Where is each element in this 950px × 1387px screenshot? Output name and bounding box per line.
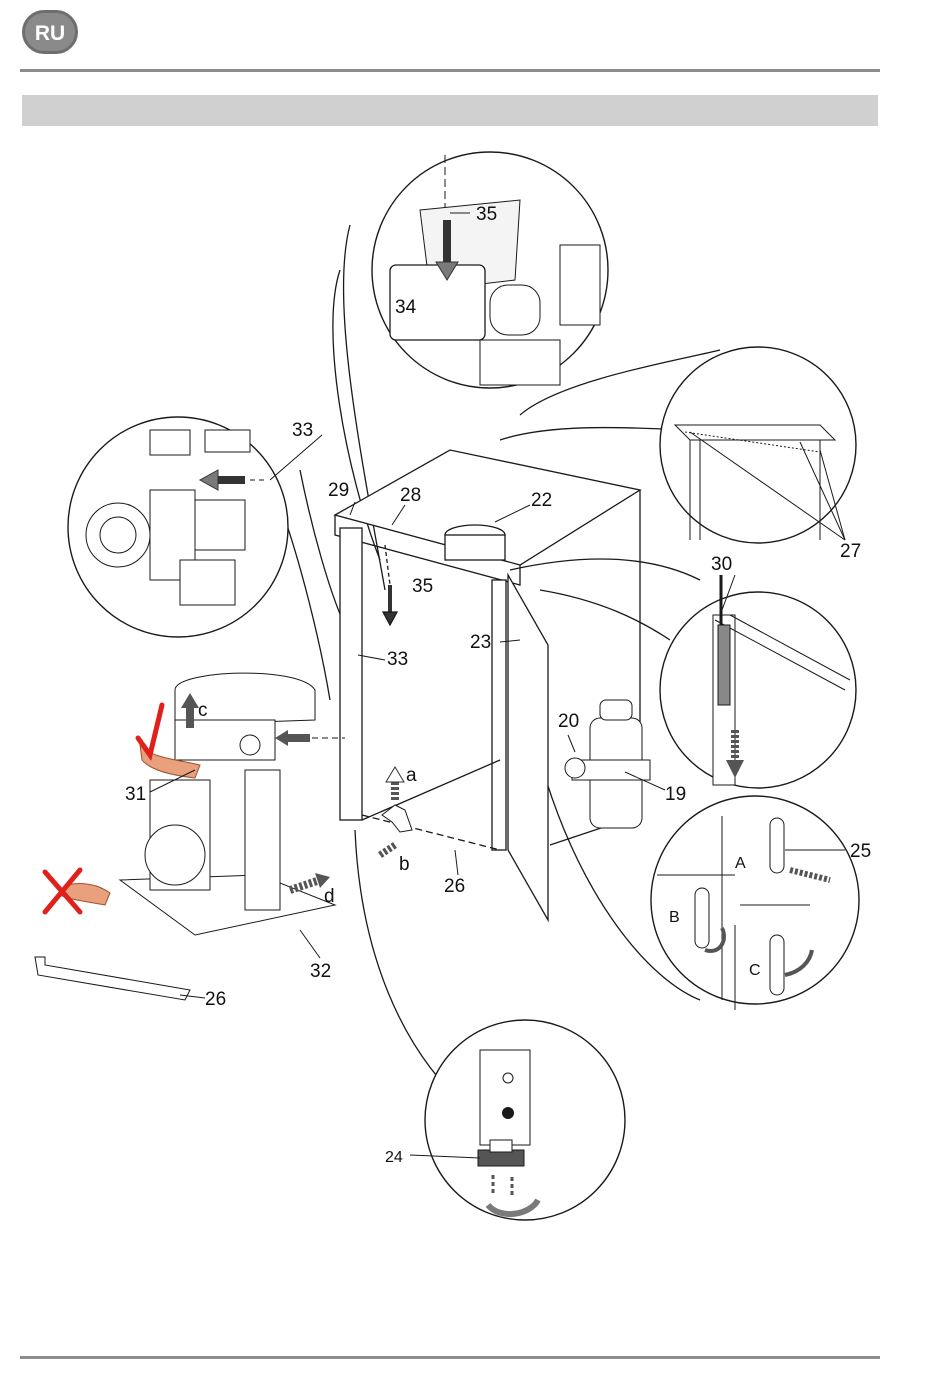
panel-label-B: B [669, 909, 680, 926]
callout-33-detail: 33 [292, 420, 313, 441]
leader-30-curve [510, 559, 700, 580]
callout-35-detail: 35 [476, 204, 497, 225]
step-label-a: a [406, 765, 417, 786]
callout-33-frame: 33 [387, 649, 408, 670]
callout-26-rail: 26 [205, 989, 226, 1010]
callout-28: 28 [400, 485, 421, 506]
detail-circle-valve [68, 417, 288, 637]
panel-label-C: C [749, 962, 761, 979]
callout-30: 30 [711, 554, 732, 575]
step-label-b: b [399, 854, 410, 875]
callout-19: 19 [665, 784, 686, 805]
burner-unit [120, 673, 345, 935]
callout-22: 22 [531, 490, 552, 511]
callout-25: 25 [850, 841, 871, 862]
detail-circle-valve-cover [372, 152, 608, 388]
footer-rule [20, 1356, 880, 1359]
detail-circle-top-rail [660, 347, 856, 543]
callout-34: 34 [395, 297, 417, 318]
rail-part [35, 957, 190, 1000]
detail-circle-hinge-pin [660, 575, 856, 788]
panel-label-A: A [735, 855, 746, 872]
callout-24: 24 [385, 1149, 403, 1166]
detail-circle-foot [425, 1020, 625, 1220]
callout-32: 32 [310, 961, 331, 982]
callout-23: 23 [470, 632, 491, 653]
callout-35-frame: 35 [412, 576, 433, 597]
step-label-d: d [324, 886, 335, 907]
callout-31: 31 [125, 784, 146, 805]
callout-29: 29 [328, 480, 349, 501]
step-label-c: c [198, 700, 208, 721]
callout-20: 20 [558, 711, 579, 732]
callout-27: 27 [840, 541, 861, 562]
cabinet-frame [335, 450, 640, 920]
callout-26-main: 26 [444, 876, 465, 897]
